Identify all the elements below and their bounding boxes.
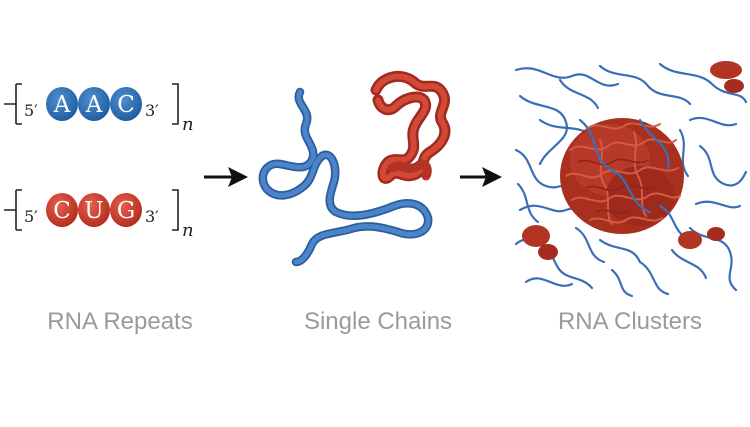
base-circle xyxy=(110,193,142,227)
base-circle xyxy=(110,87,142,121)
open-bracket xyxy=(4,83,22,125)
prime3-label: 3′ xyxy=(145,101,159,120)
open-bracket xyxy=(4,189,22,231)
base-letter: G xyxy=(117,198,135,224)
prime5-label: 5′ xyxy=(24,207,38,226)
base-letter: A xyxy=(85,92,103,118)
base-letter: U xyxy=(84,198,103,224)
repeat-cug: 5′ C U G 3′ n xyxy=(4,189,194,241)
base-letter: A xyxy=(53,92,71,118)
close-bracket xyxy=(172,189,179,231)
base-letter: C xyxy=(117,92,135,118)
caption-rna-clusters: RNA Clusters xyxy=(557,308,703,335)
base-circle xyxy=(78,87,110,121)
red-single-chain xyxy=(370,70,451,184)
prime5-label: 5′ xyxy=(24,101,38,120)
repeat-subscript: n xyxy=(182,220,194,241)
close-bracket xyxy=(172,83,179,125)
repeat-subscript: n xyxy=(182,114,194,135)
caption-rna-repeats: RNA Repeats xyxy=(47,308,193,335)
base-circle xyxy=(46,193,78,227)
prime3-label: 3′ xyxy=(145,207,159,226)
rna-cluster-image xyxy=(514,60,748,298)
blue-single-chain xyxy=(258,87,433,267)
base-circle xyxy=(78,193,110,227)
caption-single-chains: Single Chains xyxy=(303,308,453,335)
base-circle xyxy=(46,87,78,121)
base-letter: C xyxy=(53,198,71,224)
repeat-aac: 5′ A A C 3′ n xyxy=(4,83,194,135)
arrow-right-icon xyxy=(204,167,248,187)
arrow-right-icon xyxy=(460,167,502,187)
